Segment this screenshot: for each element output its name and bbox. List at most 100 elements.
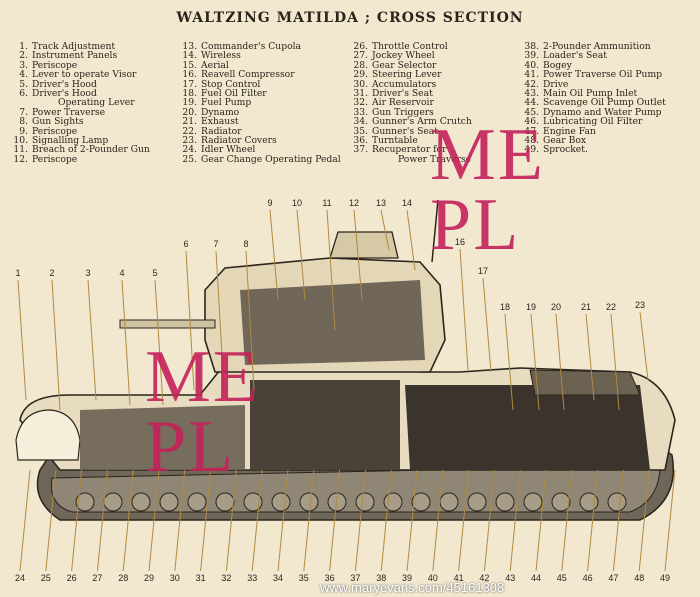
legend-text: Driver's Hood bbox=[32, 78, 97, 90]
legend-number: 36. bbox=[353, 135, 368, 147]
legend-number: 34. bbox=[353, 116, 368, 128]
legend-number: 46. bbox=[524, 116, 539, 128]
legend-text: Gunner's Seat bbox=[372, 125, 438, 137]
callout-leader bbox=[269, 209, 279, 301]
legend-item: 30.Accumulators bbox=[346, 79, 472, 89]
legend-text: Fuel Pump bbox=[201, 97, 252, 109]
legend-item: 48.Gear Box bbox=[517, 135, 666, 147]
callout-leader bbox=[353, 209, 363, 301]
legend-text: Power Traverse bbox=[32, 106, 106, 118]
callout-number: 30 bbox=[170, 573, 180, 583]
callout-number: 5 bbox=[152, 268, 157, 278]
legend-number: 33. bbox=[353, 106, 368, 118]
road-wheel bbox=[103, 492, 123, 512]
legend-number: 27. bbox=[353, 50, 368, 62]
legend-text: Gear Change Operating Pedal bbox=[201, 153, 341, 165]
callout-number: 37 bbox=[350, 573, 360, 583]
legend-item: 32.Air Reservoir bbox=[346, 97, 472, 109]
callout-number: 9 bbox=[267, 198, 272, 208]
credit-line: www.maryevans.com/45161308 bbox=[320, 580, 505, 595]
watermark-left-me: ME bbox=[145, 336, 260, 418]
callout-number: 6 bbox=[183, 239, 188, 249]
road-wheel bbox=[411, 492, 431, 512]
legend-text: Engine Fan bbox=[543, 125, 596, 137]
road-wheel bbox=[215, 492, 235, 512]
road-wheel bbox=[383, 492, 403, 512]
legend-text: Commander's Cupola bbox=[201, 41, 302, 52]
legend-text: Recuperator for bbox=[372, 144, 447, 156]
legend-number: 39. bbox=[524, 50, 539, 62]
callout-number: 24 bbox=[15, 573, 25, 583]
legend-item: 4.Lever to operate Visor bbox=[6, 69, 150, 81]
legend-text: Bogey bbox=[543, 59, 572, 71]
callout-leader bbox=[174, 469, 186, 572]
callout-leader bbox=[638, 469, 650, 572]
road-wheel bbox=[523, 492, 543, 512]
callout-number: 4 bbox=[119, 268, 124, 278]
callout-leader bbox=[329, 469, 341, 572]
legend-text: Lever to operate Visor bbox=[32, 69, 137, 81]
callout-leader bbox=[326, 209, 336, 331]
legend-text: Periscope bbox=[32, 153, 78, 165]
legend-item: 40. Bogey bbox=[517, 59, 666, 71]
callout-number: 10 bbox=[292, 198, 302, 208]
callout-number: 17 bbox=[478, 266, 488, 276]
legend-number: 23. bbox=[182, 135, 197, 147]
legend-text: Scavenge Oil Pump Outlet bbox=[543, 97, 666, 109]
legend-number: 37. bbox=[353, 144, 368, 156]
legend-number: 31. bbox=[353, 88, 368, 100]
legend-number: 47. bbox=[524, 125, 539, 137]
callout-leader bbox=[406, 209, 416, 271]
road-wheel bbox=[243, 492, 263, 512]
road-wheels bbox=[75, 492, 627, 512]
callout-leader bbox=[122, 469, 134, 572]
legend-item: 43.Main Oil Pump Inlet bbox=[517, 88, 666, 100]
legend-number: 6. bbox=[19, 88, 28, 100]
legend-number: 11. bbox=[13, 144, 28, 156]
legend-text: Exhaust bbox=[201, 116, 239, 128]
legend-item: 7.Power Traverse bbox=[6, 106, 150, 118]
legend-number: 44. bbox=[524, 97, 539, 109]
callout-leader bbox=[71, 469, 83, 572]
legend-item: 39.Loader's Seat bbox=[517, 50, 666, 62]
legend-item: 20.Dynamo bbox=[175, 107, 341, 117]
legend-number: 12. bbox=[13, 153, 28, 165]
callout-leader bbox=[245, 250, 255, 391]
legend-text: Aerial bbox=[201, 59, 229, 71]
legend-item: 33.Gun Triggers bbox=[346, 106, 472, 118]
legend-number: 9. bbox=[19, 125, 28, 137]
legend-number: 40. bbox=[524, 59, 539, 71]
callout-number: 29 bbox=[144, 573, 154, 583]
callout-number: 22 bbox=[606, 302, 616, 312]
legend-number: 35. bbox=[353, 125, 368, 137]
legend-number: 1. bbox=[19, 41, 28, 52]
callout-number: 35 bbox=[299, 573, 309, 583]
legend-number: 32. bbox=[353, 97, 368, 109]
legend-number: 18. bbox=[182, 88, 197, 100]
legend-number: 48. bbox=[524, 135, 539, 147]
callout-leader bbox=[458, 469, 470, 572]
callout-number: 27 bbox=[92, 573, 102, 583]
callout-number: 46 bbox=[583, 573, 593, 583]
legend-text: Track Adjustment bbox=[32, 41, 116, 52]
legend-number: 10. bbox=[13, 135, 28, 147]
legend-item: Power Traverse bbox=[346, 154, 472, 164]
callout-number: 47 bbox=[608, 573, 618, 583]
legend-text: Dynamo and Water Pump bbox=[543, 106, 662, 118]
legend-item: 9.Periscope bbox=[6, 125, 150, 137]
legend-text: Radiator Covers bbox=[201, 135, 277, 147]
legend-text: Steering Lever bbox=[372, 69, 442, 81]
callout-leader bbox=[639, 311, 649, 381]
callout-leader bbox=[380, 209, 390, 251]
callout-leader bbox=[87, 279, 97, 401]
legend-text: Main Oil Pump Inlet bbox=[543, 88, 638, 100]
callout-leader bbox=[612, 469, 624, 572]
callout-leader bbox=[154, 279, 164, 406]
callout-number: 13 bbox=[376, 198, 386, 208]
callout-leader bbox=[459, 248, 469, 371]
callout-leader bbox=[185, 250, 195, 391]
legend-number: 45. bbox=[524, 106, 539, 118]
legend-number: 29. bbox=[353, 69, 368, 81]
